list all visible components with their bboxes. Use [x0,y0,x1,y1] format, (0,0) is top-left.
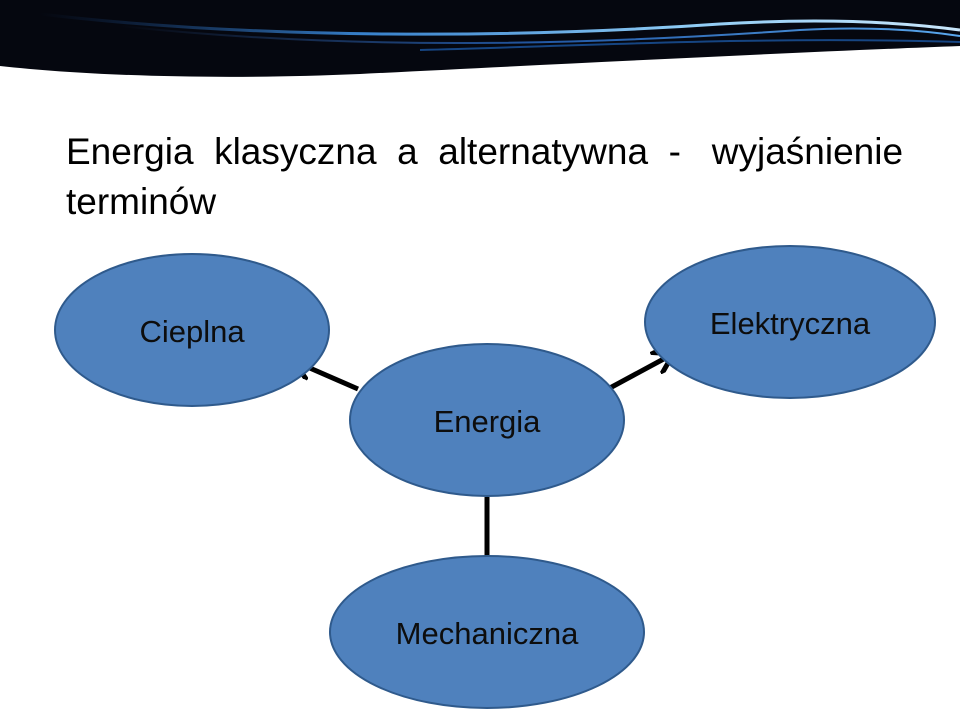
slide-title: Energia klasyczna a alternatywna - wyjaś… [66,127,936,227]
banner-glow-line [39,12,960,36]
banner-shape [0,0,960,77]
node-label-cieplna: Cieplna [139,314,245,349]
banner-glow-line [419,39,960,51]
arrow-to-elektryczna [606,355,671,392]
title-line-1: Energia klasyczna a alternatywna - wyjaś… [66,131,904,172]
node-cieplna: Cieplna [54,253,330,407]
node-label-elektryczna: Elektryczna [710,306,871,341]
node-elektryczna: Elektryczna [644,245,936,399]
node-label-energia: Energia [434,404,542,439]
node-energia: Energia [349,343,625,497]
header-banner [0,0,960,77]
title-line-2: terminów [66,181,217,222]
node-label-mechaniczna: Mechaniczna [396,616,579,651]
node-mechaniczna: Mechaniczna [329,555,645,709]
banner-glow-line [119,25,960,45]
